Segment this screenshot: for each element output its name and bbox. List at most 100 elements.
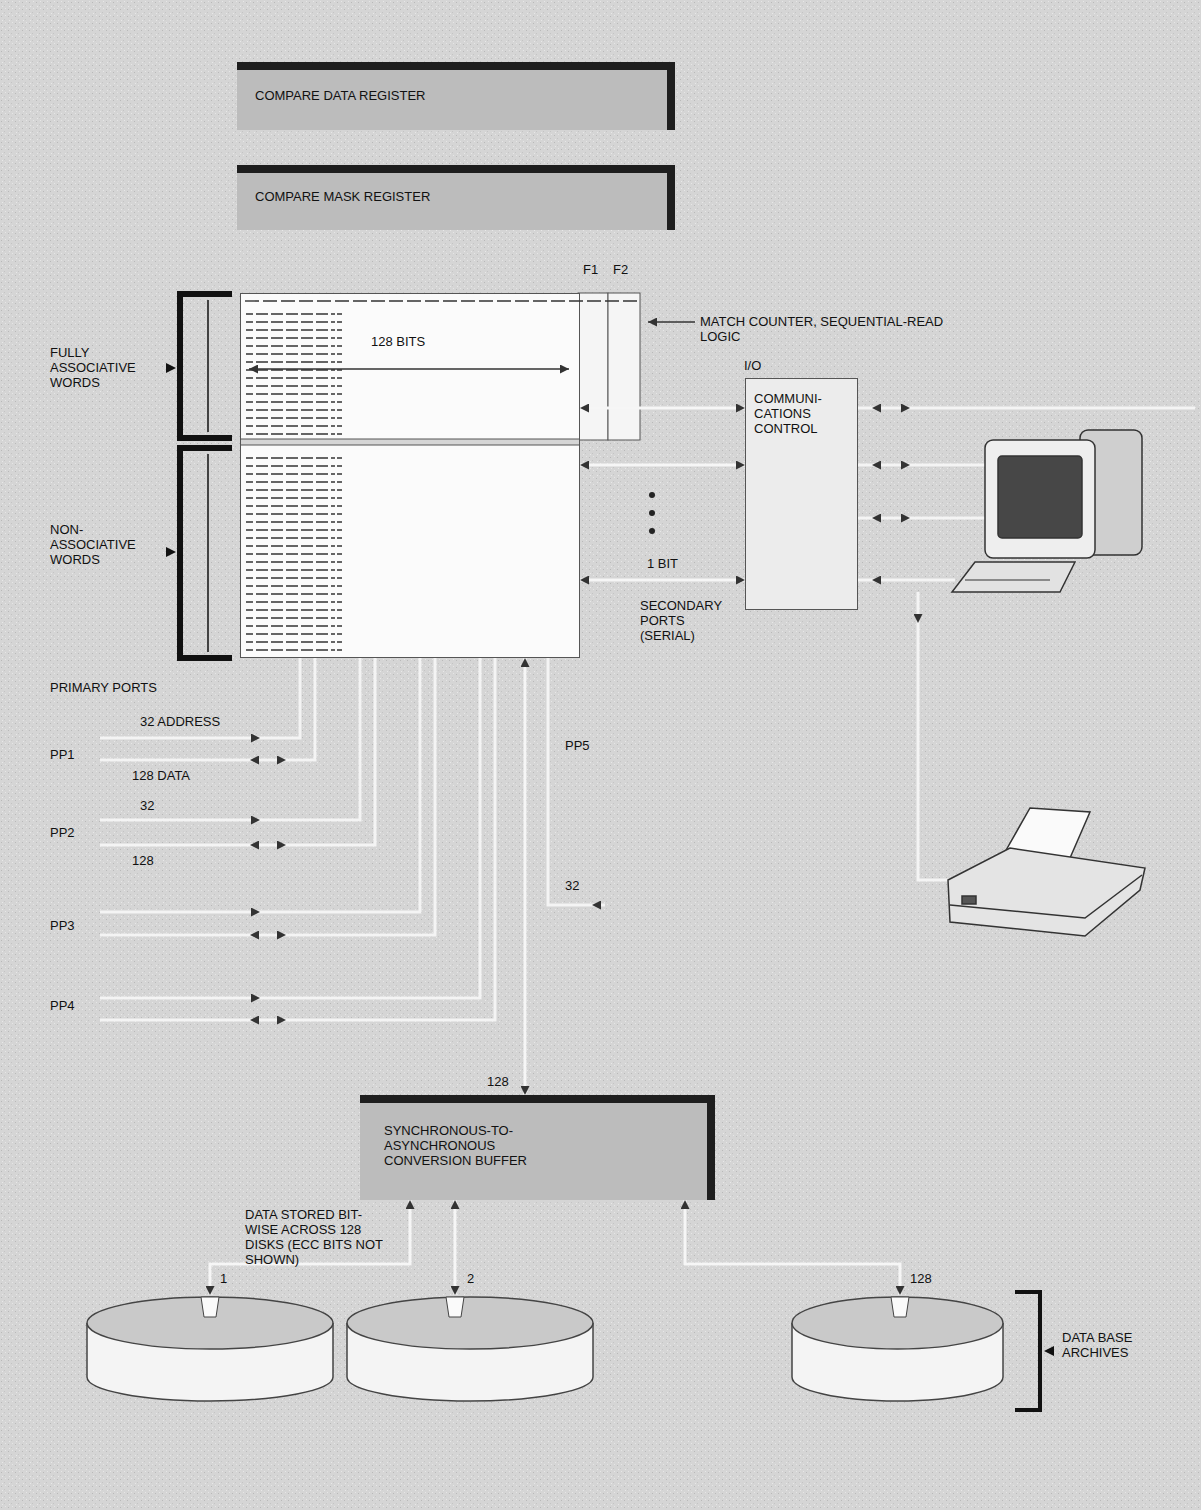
printer-illustration bbox=[950, 875, 1142, 918]
port-name: PP3 bbox=[50, 918, 75, 933]
port-arrowheads bbox=[252, 998, 260, 999]
group-label: FULLY ASSOCIATIVE WORDS bbox=[50, 345, 158, 390]
connector bbox=[580, 407, 745, 410]
port-label: SECONDARY PORTS (SERIAL) bbox=[640, 598, 740, 643]
buffer-box: SYNCHRONOUS-TO- ASYNCHRONOUS CONVERSION … bbox=[360, 1095, 715, 1200]
disk-shape bbox=[446, 1297, 464, 1317]
connector bbox=[454, 1200, 457, 1295]
disk-shape bbox=[201, 1297, 219, 1317]
printer-illustration bbox=[962, 896, 976, 904]
port-name: PP4 bbox=[50, 998, 75, 1013]
terminal-arrowheads bbox=[902, 465, 910, 466]
edge-label: 1 BIT bbox=[645, 556, 680, 571]
word-brackets bbox=[166, 294, 232, 658]
port-arrowheads bbox=[252, 912, 260, 913]
port-arrowheads bbox=[252, 738, 260, 739]
word-brackets bbox=[207, 300, 209, 432]
bus-width: 128 bbox=[132, 853, 154, 868]
primary-port-wires bbox=[100, 658, 480, 998]
array-rows bbox=[241, 439, 579, 445]
box-text: COMPARE DATA REGISTER bbox=[255, 88, 649, 103]
disk-shape bbox=[792, 1297, 1003, 1349]
port-arrowheads bbox=[250, 760, 258, 761]
port-name: PP2 bbox=[50, 825, 75, 840]
terminal-arrowheads bbox=[918, 615, 919, 623]
bus-width: 32 bbox=[565, 878, 579, 893]
disk-shape bbox=[345, 1295, 595, 1405]
primary-port-wires bbox=[100, 658, 300, 738]
register-box: COMPARE MASK REGISTER bbox=[237, 165, 675, 230]
flag-columns bbox=[608, 293, 640, 440]
primary-port-wires bbox=[548, 658, 605, 905]
serial-port-dots bbox=[649, 528, 655, 534]
terminal-arrowheads bbox=[872, 408, 918, 623]
callout-label: MATCH COUNTER, SEQUENTIAL-READ LOGIC bbox=[700, 314, 960, 344]
connector bbox=[524, 658, 527, 1095]
connector bbox=[685, 1200, 900, 1295]
disk-drive: 2 bbox=[345, 1295, 595, 1405]
terminal-wires bbox=[858, 408, 1195, 880]
port-name: PP1 bbox=[50, 747, 75, 762]
primary-port-wires bbox=[100, 658, 605, 1020]
bus-width: 32 ADDRESS bbox=[140, 714, 220, 729]
terminal-wires bbox=[858, 464, 985, 467]
archive-bracket bbox=[1044, 1346, 1054, 1356]
terminal-wires bbox=[858, 407, 1195, 410]
printer-illustration bbox=[948, 848, 1145, 936]
disk-number: 1 bbox=[220, 1271, 227, 1286]
terminal-arrowheads bbox=[902, 518, 910, 519]
terminal-wires bbox=[918, 592, 960, 880]
control-box: I/OCOMMUNI- CATIONS CONTROL bbox=[745, 378, 858, 610]
port-arrowheads bbox=[278, 760, 286, 761]
disk-drive: 128 bbox=[790, 1295, 1005, 1405]
note-label: DATA STORED BIT-WISE ACROSS 128 DISKS (E… bbox=[245, 1207, 395, 1267]
flag-columns bbox=[648, 321, 695, 323]
column-label: F1 bbox=[583, 262, 598, 277]
terminal-arrowheads bbox=[902, 408, 910, 409]
box-text: COMPARE MASK REGISTER bbox=[255, 189, 649, 204]
word-brackets bbox=[166, 363, 176, 373]
word-brackets bbox=[207, 454, 209, 652]
connector bbox=[580, 464, 745, 467]
memory-array: 128 BITS bbox=[240, 293, 580, 658]
bus-width: 128 bbox=[487, 1074, 509, 1089]
disk-shape bbox=[87, 1297, 333, 1349]
word-brackets bbox=[166, 547, 176, 557]
terminal-illustration bbox=[952, 562, 1075, 592]
heading-label: PRIMARY PORTS bbox=[50, 680, 157, 695]
archive-bracket bbox=[1015, 1292, 1054, 1410]
terminal-arrowheads bbox=[872, 580, 880, 581]
terminal-illustration bbox=[952, 430, 1142, 592]
printer-illustration bbox=[948, 808, 1145, 936]
disk-shape bbox=[891, 1297, 909, 1317]
primary-port-wires bbox=[100, 658, 495, 1020]
primary-port-wires bbox=[100, 658, 435, 935]
disk-drive: 1 bbox=[85, 1295, 335, 1405]
group-label: DATA BASE ARCHIVES bbox=[1062, 1330, 1152, 1360]
column-label: F2 bbox=[613, 262, 628, 277]
port-arrowheads bbox=[252, 820, 260, 821]
array-rows bbox=[246, 452, 342, 652]
port-arrowheads bbox=[278, 935, 286, 936]
serial-port-dots bbox=[649, 492, 655, 498]
connector bbox=[210, 1200, 410, 1295]
array-rows bbox=[246, 308, 342, 436]
box-text: 128 BITS bbox=[371, 334, 425, 349]
array-rows bbox=[245, 300, 639, 301]
disk-number: 128 bbox=[910, 1271, 932, 1286]
port-arrowheads bbox=[250, 845, 258, 846]
serial-port-dots bbox=[649, 510, 655, 516]
bus-width: 32 bbox=[140, 798, 154, 813]
array-rows bbox=[241, 439, 579, 445]
terminal-wires bbox=[858, 579, 955, 582]
primary-port-wires bbox=[100, 658, 420, 912]
archive-bracket bbox=[1015, 1292, 1040, 1410]
port-arrowheads bbox=[250, 935, 258, 936]
port-arrowheads bbox=[278, 1020, 286, 1021]
box-text: SYNCHRONOUS-TO- ASYNCHRONOUS CONVERSION … bbox=[384, 1123, 559, 1168]
